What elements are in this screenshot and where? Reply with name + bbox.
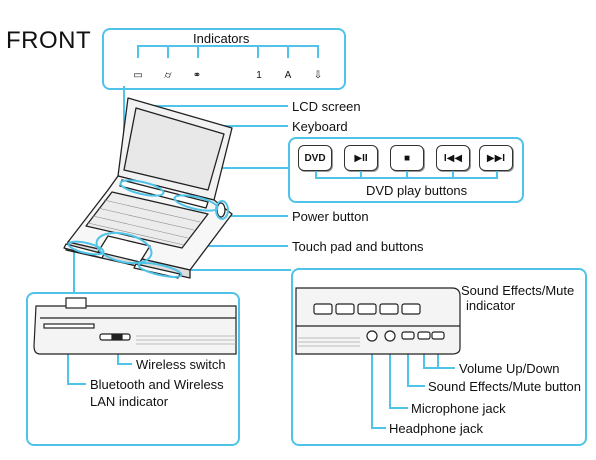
headphone-jack-label: Headphone jack — [389, 421, 483, 436]
num-lock-icon: 1 — [256, 70, 262, 81]
sound-effects-button-label: Sound Effects/Mute button — [428, 379, 581, 394]
stop-button: ■ — [390, 145, 424, 171]
hard-disk-icon: ⌭ — [164, 70, 172, 81]
next-button: ▶▶I — [479, 145, 513, 171]
microphone-jack-label: Microphone jack — [411, 401, 506, 416]
sound-effects-indicator-line2: indicator — [466, 298, 516, 313]
keyboard-label: Keyboard — [292, 119, 348, 134]
volume-label: Volume Up/Down — [459, 361, 560, 376]
front-title: FRONT — [6, 27, 92, 54]
sound-effects-indicator-line1: Sound Effects/Mute — [461, 283, 575, 298]
bluetooth-label-line1: Bluetooth and Wireless — [90, 377, 224, 392]
previous-button: I◀◀ — [436, 145, 470, 171]
memory-stick-icon: ⚭ — [192, 70, 202, 81]
battery-icon: ▭ — [133, 70, 143, 81]
bluetooth-label-line2: LAN indicator — [90, 394, 169, 409]
play-pause-button: ▶II — [344, 145, 378, 171]
touch-pad-label: Touch pad and buttons — [292, 239, 424, 254]
lcd-screen-label: LCD screen — [292, 99, 361, 114]
power-button-label: Power button — [292, 209, 369, 224]
indicators-panel — [102, 28, 346, 90]
scroll-lock-icon: ⇩ — [313, 70, 323, 81]
indicators-label: Indicators — [193, 31, 250, 46]
caps-lock-icon: A — [284, 70, 292, 81]
dvd-play-buttons-label: DVD play buttons — [366, 183, 468, 198]
dvd-button: DVD — [298, 145, 332, 171]
wireless-switch-label: Wireless switch — [136, 357, 226, 372]
